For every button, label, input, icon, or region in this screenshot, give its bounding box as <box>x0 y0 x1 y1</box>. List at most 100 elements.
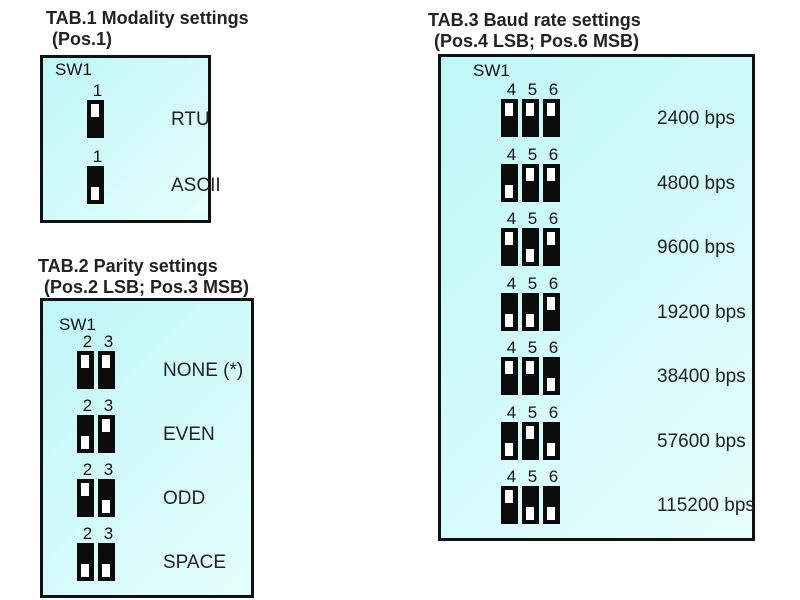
position-number: 4 <box>506 467 517 486</box>
position-number: 5 <box>527 338 538 357</box>
dip-switch-icon <box>522 99 539 137</box>
position-number: 4 <box>506 209 517 228</box>
dip-switch-icon <box>87 166 104 204</box>
position-number: 5 <box>527 467 538 486</box>
dip-switch-icon <box>501 357 518 395</box>
switch-knob <box>91 187 99 200</box>
tab2-title-line1: TAB.2 Parity settings <box>38 256 218 276</box>
dip-switch-icon <box>522 486 539 524</box>
position-number: 5 <box>527 209 538 228</box>
dip-switch-icon <box>501 99 518 137</box>
switch-knob <box>91 104 99 117</box>
switch-knob <box>547 232 555 245</box>
dip-switch-icon <box>501 228 518 266</box>
setting-label: SPACE <box>163 552 227 573</box>
switch-knob <box>102 419 110 432</box>
dip-switch-icon <box>501 486 518 524</box>
dip-switch-group <box>87 166 108 204</box>
dip-switch-group <box>501 357 564 395</box>
position-numbers: 1 <box>87 148 108 166</box>
setting-label: 9600 bps <box>657 237 736 258</box>
tab1-title: TAB.1 Modality settings (Pos.1) <box>46 8 249 50</box>
switch-knob <box>505 103 513 116</box>
position-number: 1 <box>92 81 103 100</box>
dip-switch-icon <box>522 228 539 266</box>
switch-knob <box>102 500 110 513</box>
switch-knob <box>547 103 555 116</box>
dip-switch-icon <box>522 357 539 395</box>
dip-switch-group <box>501 228 564 266</box>
tab3-title-line2: (Pos.4 LSB; Pos.6 MSB) <box>434 31 640 51</box>
dip-switch-icon <box>501 163 518 202</box>
switch-knob <box>526 361 534 374</box>
position-number: 4 <box>506 338 517 357</box>
tab1-title-line2: (Pos.1) <box>52 29 113 49</box>
position-number: 3 <box>103 396 114 415</box>
position-number: 4 <box>506 273 517 293</box>
dip-switch-icon <box>522 292 539 331</box>
sw1-label: SW1 <box>55 60 92 79</box>
setting-label: 19200 bps <box>657 301 746 323</box>
position-number: 6 <box>548 338 559 357</box>
setting-label: 115200 bps <box>657 495 755 516</box>
switch-knob <box>526 167 534 181</box>
sw1-label: SW1 <box>59 315 96 334</box>
tab3-title-line1: TAB.3 Baud rate settings <box>428 10 641 30</box>
dip-switch-group <box>501 421 564 460</box>
position-number: 4 <box>506 402 517 422</box>
dip-switch-icon <box>77 351 94 389</box>
dip-switch-icon <box>543 421 560 460</box>
dip-switch-icon <box>543 486 560 524</box>
dip-switch-group <box>501 486 564 524</box>
position-number: 2 <box>82 524 93 543</box>
setting-label: ASCII <box>171 175 221 196</box>
position-number: 3 <box>103 524 114 543</box>
dip-switch-group <box>77 543 119 581</box>
dip-switch-icon <box>98 479 115 517</box>
switch-knob <box>505 313 513 327</box>
switch-knob <box>526 507 534 520</box>
position-number: 6 <box>548 273 559 293</box>
dip-switch-group <box>77 351 119 389</box>
dip-switch-icon <box>543 292 560 331</box>
position-number: 4 <box>506 144 517 164</box>
dip-switch-icon <box>77 415 94 453</box>
setting-label: NONE (*) <box>163 360 244 381</box>
dip-switch-icon <box>543 99 560 137</box>
position-number: 3 <box>103 332 114 351</box>
switch-knob <box>505 232 513 245</box>
switch-knob <box>81 564 89 577</box>
dip-switch-group <box>501 163 564 202</box>
setting-label: ODD <box>163 488 206 509</box>
tab2-title: TAB.2 Parity settings (Pos.2 LSB; Pos.3 … <box>38 256 249 298</box>
position-number: 2 <box>82 396 93 415</box>
position-number: 6 <box>548 80 559 99</box>
switch-knob <box>547 507 555 520</box>
switch-knob <box>102 355 110 368</box>
switch-knob <box>102 564 110 577</box>
switch-knob <box>81 355 89 368</box>
sw1-label: SW1 <box>473 61 510 80</box>
dip-switch-icon <box>77 543 94 581</box>
tab2-title-line2: (Pos.2 LSB; Pos.3 MSB) <box>44 277 250 297</box>
dip-switch-group <box>77 415 119 453</box>
dip-switch-group <box>77 479 119 517</box>
position-number: 6 <box>548 144 559 164</box>
dip-switch-icon <box>98 415 115 453</box>
position-number: 6 <box>548 467 559 486</box>
position-number: 6 <box>548 402 559 422</box>
dip-switch-icon <box>543 357 560 395</box>
position-number: 5 <box>527 273 538 293</box>
switch-knob <box>526 425 534 439</box>
position-number: 2 <box>82 460 93 479</box>
setting-label: 4800 bps <box>657 172 736 194</box>
